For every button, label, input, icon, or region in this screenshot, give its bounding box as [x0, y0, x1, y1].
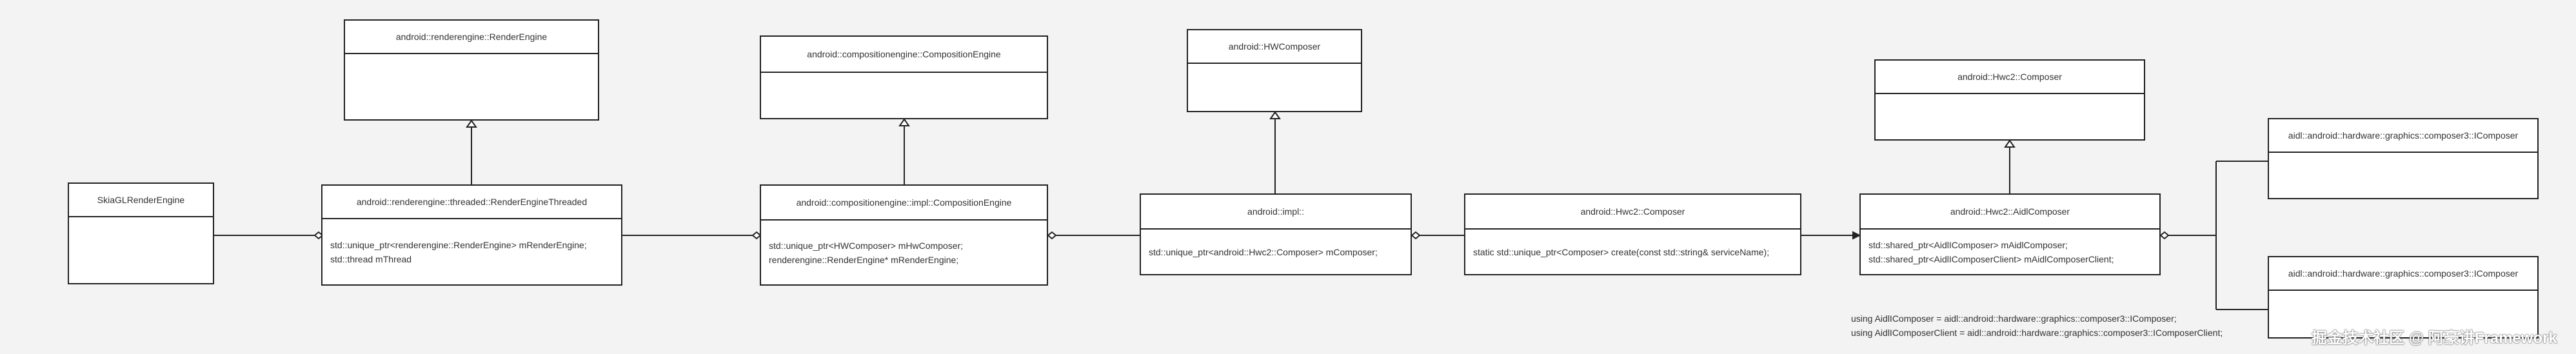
diamond-impl-right — [1411, 231, 1421, 240]
diamond-compimpl-right — [1047, 231, 1057, 240]
class-name: android::renderengine::threaded::RenderE… — [322, 186, 621, 219]
triangle-hwc2-base — [2004, 139, 2016, 148]
class-name: android::impl:: — [1141, 195, 1411, 230]
class-impl: android::impl:: std::unique_ptr<android:… — [1140, 193, 1412, 275]
arrowhead-aidl — [1852, 231, 1861, 240]
class-name: android::renderengine::RenderEngine — [345, 21, 598, 54]
class-icomposer-1: aidl::android::hardware::graphics::compo… — [2268, 118, 2539, 199]
using-note-icomposer-client: using AidlIComposerClient = aidl::androi… — [1851, 328, 2223, 338]
class-icomposer-2: aidl::android::hardware::graphics::compo… — [2268, 256, 2539, 339]
triangle-hwcomposer — [1269, 111, 1281, 119]
watermark: 掘金技术社区 @ 阿豪讲Framework — [2312, 329, 2557, 347]
class-name: android::compositionengine::CompositionE… — [761, 37, 1047, 73]
class-members: static std::unique_ptr<Composer> create(… — [1465, 230, 1800, 274]
class-composition-engine: android::compositionengine::CompositionE… — [760, 35, 1048, 119]
diamond-aidl-right — [2159, 231, 2170, 240]
class-composition-engine-impl: android::compositionengine::impl::Compos… — [760, 184, 1048, 286]
class-members: std::unique_ptr<android::Hwc2::Composer>… — [1141, 230, 1411, 274]
class-name: android::Hwc2::AidlComposer — [1861, 195, 2159, 230]
class-name: android::compositionengine::impl::Compos… — [761, 186, 1047, 221]
triangle-comp — [898, 118, 910, 126]
class-members: std::unique_ptr<HWComposer> mHwComposer;… — [761, 221, 1047, 284]
class-name: android::Hwc2::Composer — [1876, 61, 2144, 94]
class-name: aidl::android::hardware::graphics::compo… — [2269, 257, 2537, 291]
class-name: SkiaGLRenderEngine — [69, 184, 213, 217]
member-line: std::shared_ptr<AidlIComposerClient> mAi… — [1868, 253, 2114, 264]
member-line: std::unique_ptr<HWComposer> mHwComposer; — [769, 240, 964, 251]
class-render-engine: android::renderengine::RenderEngine — [344, 19, 599, 121]
class-aidl-composer: android::Hwc2::AidlComposer std::shared_… — [1859, 193, 2161, 275]
class-name: android::HWComposer — [1188, 30, 1361, 64]
class-hwc2-composer: android::Hwc2::Composer — [1874, 59, 2145, 141]
class-name: aidl::android::hardware::graphics::compo… — [2269, 119, 2537, 153]
member-line: std::shared_ptr<AidlIComposer> mAidlComp… — [1868, 239, 2068, 250]
class-members: std::unique_ptr<renderengine::RenderEngi… — [322, 219, 621, 284]
member-line: renderengine::RenderEngine* mRenderEngin… — [769, 254, 959, 265]
class-render-engine-threaded: android::renderengine::threaded::RenderE… — [321, 184, 622, 286]
member-line: std::thread mThread — [330, 253, 412, 264]
using-note-icomposer: using AidlIComposer = aidl::android::har… — [1851, 313, 2177, 324]
class-hwcomposer: android::HWComposer — [1187, 29, 1362, 112]
class-skia-gl-render-engine: SkiaGLRenderEngine — [68, 182, 214, 284]
member-line: std::unique_ptr<android::Hwc2::Composer>… — [1149, 246, 1378, 257]
class-hwc2-composer-impl: android::Hwc2::Composer static std::uniq… — [1464, 193, 1801, 275]
triangle-renderengine — [466, 119, 477, 128]
member-line: std::unique_ptr<renderengine::RenderEngi… — [330, 239, 587, 250]
class-members: std::shared_ptr<AidlIComposer> mAidlComp… — [1861, 230, 2159, 274]
class-name: android::Hwc2::Composer — [1465, 195, 1800, 230]
member-line: static std::unique_ptr<Composer> create(… — [1473, 246, 1770, 257]
